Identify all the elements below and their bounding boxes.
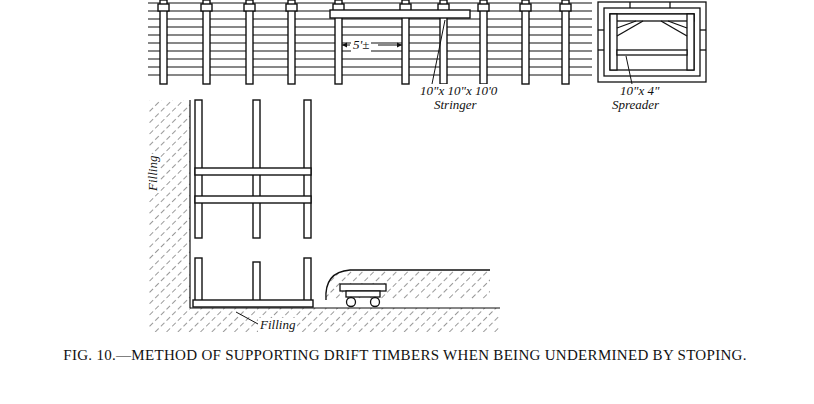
dimension-label: Filling bbox=[146, 154, 160, 193]
dimension-label: Spreader bbox=[610, 98, 661, 112]
figure-caption: FIG. 10.—METHOD OF SUPPORTING DRIFT TIMB… bbox=[40, 344, 770, 366]
dimension-label: 10"x 4" bbox=[618, 84, 661, 98]
dimension-label: Stringer bbox=[432, 98, 479, 112]
dimension-label: Filling bbox=[258, 318, 297, 332]
dimension-label: 10"x 10"x 10'0 bbox=[418, 84, 499, 98]
dimension-label: 5'± bbox=[351, 38, 371, 52]
